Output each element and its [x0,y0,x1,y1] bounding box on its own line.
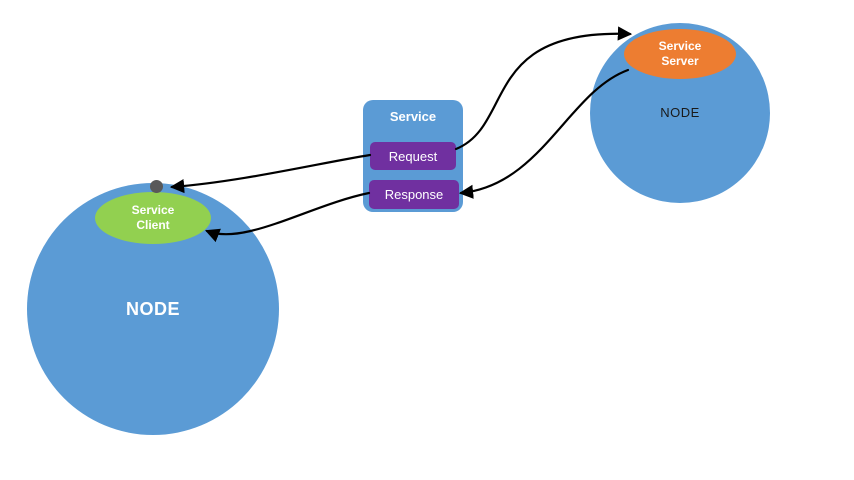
response-box: Response [369,180,459,209]
service-box-title: Service [389,109,437,124]
service-server-ellipse: Service Server [624,29,736,79]
service-box: Service Request Response [363,100,463,212]
service-client-label-line1: Service [131,203,175,217]
arrow-request-client [169,153,372,194]
service-client-label-line2: Client [136,218,170,232]
right-node-label: NODE [660,105,700,120]
connection-point-dot [150,180,163,193]
left-node-label: NODE [125,298,180,319]
request-box: Request [370,142,456,170]
service-server-label-line2: Server [661,54,699,68]
service-server-label-line1: Service [658,39,702,53]
service-client-ellipse: Service Client [95,192,211,244]
